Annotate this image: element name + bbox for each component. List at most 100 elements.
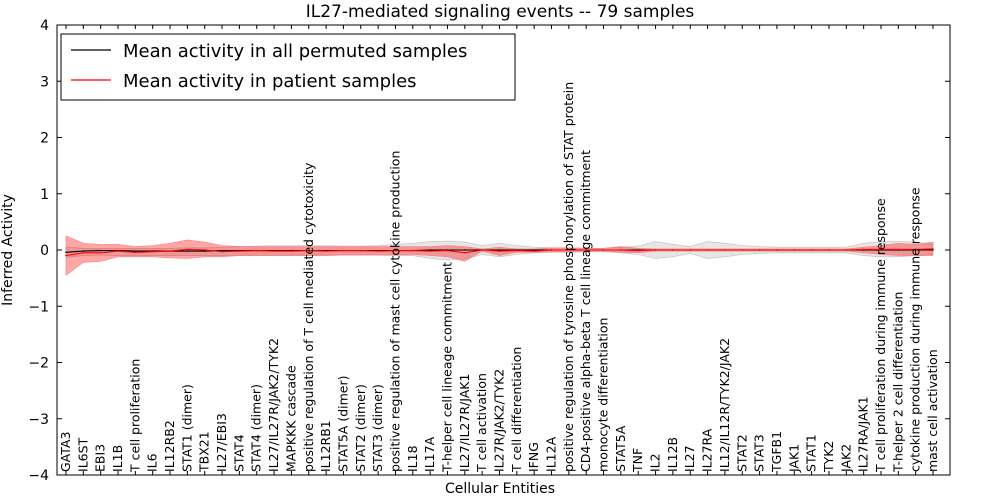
permuted-point — [533, 249, 535, 251]
permuted-point — [932, 249, 934, 251]
patient-point — [741, 249, 743, 251]
patient-band — [65, 235, 934, 276]
patient-point — [429, 250, 431, 252]
permuted-point — [82, 250, 85, 252]
permuted-point — [65, 251, 67, 253]
x-axis-label: Cellular Entities — [445, 481, 555, 497]
legend: Mean activity in all permuted samples Me… — [60, 33, 516, 101]
patient-point — [152, 251, 154, 253]
patient-point — [828, 249, 830, 251]
y-axis-label: Inferred Activity — [0, 194, 16, 306]
activity-lines — [65, 248, 934, 257]
patient-point — [273, 250, 275, 252]
x-tick-label: STAT3 — [752, 434, 767, 472]
x-tick-label: IL17A — [422, 436, 437, 472]
patient-point — [65, 254, 67, 257]
y-tick-label: 1 — [40, 187, 49, 203]
x-tick-label: CD4-positive alpha-beta T cell lineage c… — [578, 150, 593, 472]
patient-point — [932, 248, 934, 250]
x-tick-label: TYK2 — [821, 441, 836, 473]
patient-point — [915, 248, 917, 251]
y-tick-label: 0 — [40, 243, 49, 259]
x-tick-label: IL27R/JAK2/TYK2 — [492, 369, 507, 472]
patient-point — [724, 249, 726, 251]
x-tick-label: positive regulation of mast cell cytokin… — [388, 151, 403, 472]
x-tick-label: monocyte differentiation — [596, 318, 611, 472]
y-tick-label: −2 — [28, 356, 49, 372]
patient-point — [481, 249, 483, 251]
x-tick-label: T cell activation — [474, 373, 489, 473]
permuted-point — [221, 249, 223, 252]
x-tick-label: STAT3 (dimer) — [370, 384, 385, 472]
x-tick-label: STAT2 (dimer) — [353, 384, 368, 472]
patient-point — [360, 249, 362, 252]
x-tick-label: IL27RA/JAK1 — [856, 396, 871, 472]
patient-point — [654, 249, 657, 251]
x-tick-label: T cell proliferation — [127, 359, 142, 473]
patient-point — [186, 248, 189, 251]
permuted-point — [134, 250, 137, 252]
patient-point — [758, 249, 761, 251]
legend-box — [60, 33, 516, 101]
x-tick-label: STAT4 (dimer) — [249, 384, 264, 472]
patient-point — [585, 249, 587, 251]
permuted-point — [464, 249, 466, 251]
x-tick-label: IL6 — [145, 453, 160, 472]
patient-point — [325, 250, 327, 252]
x-tick-label: IL27/EBI3 — [214, 413, 229, 472]
patient-point — [377, 250, 379, 252]
patient-point — [134, 251, 137, 253]
patient-point — [290, 250, 293, 252]
patient-point — [637, 249, 639, 252]
permuted-point — [186, 250, 189, 252]
patient-point — [793, 249, 795, 251]
patient-point — [550, 249, 553, 251]
x-tick-label: IL2 — [648, 453, 663, 472]
x-tick-label: T cell differentiation — [509, 347, 524, 473]
x-tick-label: T-helper cell lineage commitment — [440, 262, 455, 473]
x-tick-label: T cell proliferation during immune respo… — [873, 198, 888, 473]
x-tick-label: IL12A — [544, 436, 559, 472]
x-tick-label: TNF — [630, 448, 645, 473]
patient-point — [238, 250, 241, 252]
patient-point — [169, 250, 171, 252]
x-tick-label: JAK1 — [786, 444, 801, 473]
y-tick-label: −3 — [28, 412, 49, 428]
permuted-point — [100, 249, 102, 252]
patient-point — [897, 248, 899, 251]
x-tick-label: IL12B — [665, 437, 680, 472]
permuted-point — [498, 249, 501, 251]
x-tick-label: IL12RB1 — [318, 420, 333, 472]
patient-point — [602, 249, 605, 251]
x-tick-label: STAT5A — [613, 425, 628, 472]
patient-point — [568, 249, 570, 251]
x-tick-label: IL18 — [405, 445, 420, 472]
x-tick-label: GATA3 — [58, 432, 73, 472]
x-tick-label: MAPKKK cascade — [283, 365, 298, 472]
legend-label-patient: Mean activity in patient samples — [123, 71, 417, 92]
y-tick-label: 3 — [40, 74, 49, 90]
x-tick-label: IL12RB2 — [162, 420, 177, 472]
x-tick-label: T-helper 2 cell differentiation — [890, 292, 905, 473]
patient-point — [204, 249, 206, 251]
patient-point — [221, 251, 223, 253]
x-tick-label: IFNG — [526, 442, 541, 472]
y-tick-label: 4 — [40, 18, 49, 34]
permuted-point — [204, 250, 206, 252]
patient-point — [862, 248, 865, 251]
patient-point — [880, 248, 882, 251]
x-tick-label: cytokine production during immune respon… — [908, 187, 923, 472]
patient-point — [394, 249, 397, 252]
patient-point — [776, 249, 778, 251]
x-tick-label: TGFB1 — [769, 431, 784, 473]
patient-point — [446, 249, 449, 252]
patient-point — [308, 249, 310, 252]
x-tick-label: STAT2 — [734, 434, 749, 472]
patient-point — [464, 252, 466, 254]
permuted-point — [429, 249, 431, 251]
patient-point — [412, 249, 414, 252]
x-tick-label: STAT1 (dimer) — [179, 384, 194, 472]
y-tick-label: −1 — [28, 299, 49, 315]
